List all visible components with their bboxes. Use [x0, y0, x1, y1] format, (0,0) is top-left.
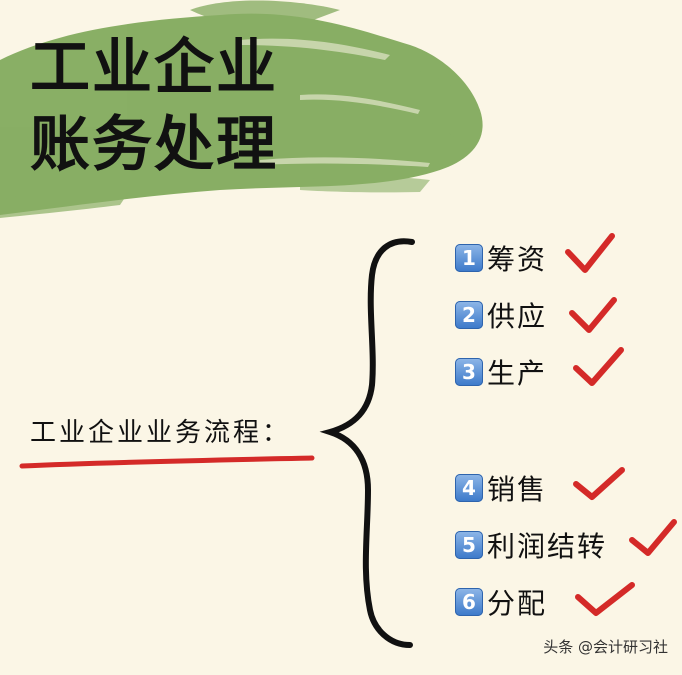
number-badge: 5 [455, 531, 483, 559]
number-badge: 6 [455, 588, 483, 616]
list-item-label: 分配 [487, 587, 548, 620]
flow-label: 工业企业业务流程： [30, 418, 292, 448]
page-title-line1: 工业企业 [30, 33, 278, 103]
number-badge: 3 [455, 358, 483, 386]
list-item-label: 利润结转 [487, 530, 608, 563]
watermark: 头条 @会计研习社 [543, 638, 668, 656]
checkmark-icon [629, 519, 677, 556]
list-item-label: 供应 [487, 300, 548, 333]
checkmark-icon [575, 582, 635, 616]
page-title-line2: 账务处理 [30, 110, 278, 180]
list-item: 6 分配 [455, 585, 548, 620]
list-item: 1 筹资 [455, 241, 548, 276]
checkmark-icon [573, 347, 624, 386]
list-item: 2 供应 [455, 298, 548, 333]
number-badge: 2 [455, 301, 483, 329]
checkmark-icon [565, 233, 615, 273]
list-item-label: 生产 [487, 357, 548, 390]
list-item: 5 利润结转 [455, 528, 608, 563]
brush-texture [240, 38, 430, 167]
brace-icon [319, 238, 415, 648]
checkmark-icon [573, 467, 625, 500]
checkmark-icon [569, 297, 617, 333]
brush-stroke [0, 0, 483, 218]
list-item-label: 销售 [487, 473, 548, 506]
number-badge: 1 [455, 244, 483, 272]
flow-underline [19, 455, 315, 469]
number-badge: 4 [455, 474, 483, 502]
list-item: 4 销售 [455, 471, 548, 506]
list-item: 3 生产 [455, 355, 548, 390]
list-item-label: 筹资 [487, 243, 548, 276]
